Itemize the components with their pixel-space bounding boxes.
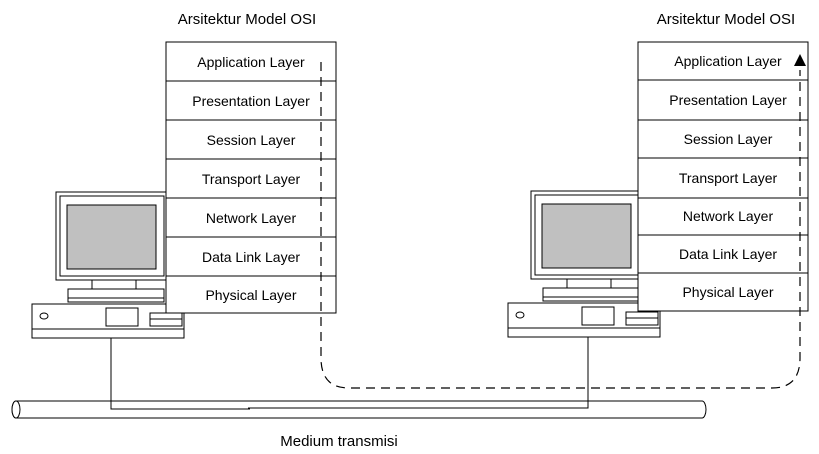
data-flow-path	[320, 62, 801, 389]
left-computer-icon	[31, 191, 185, 339]
left-layer-box-transport	[165, 158, 337, 199]
right-layer-box-physical	[637, 272, 809, 312]
left-layer-box-datalink	[165, 236, 337, 277]
right-connection-line	[248, 337, 589, 409]
left-layer-presentation: Presentation Layer	[192, 93, 310, 109]
arrow-up-icon	[794, 54, 806, 66]
left-layer-physical: Physical Layer	[205, 287, 296, 303]
right-layer-session: Session Layer	[684, 131, 773, 147]
right-layer-presentation: Presentation Layer	[669, 92, 787, 108]
right-layer-box-transport	[637, 157, 809, 199]
medium-label: Medium transmisi	[280, 433, 398, 450]
right-layer-datalink: Data Link Layer	[679, 246, 777, 262]
left-layer-box-network	[165, 197, 337, 238]
transmission-cable	[11, 400, 707, 419]
left-layer-network: Network Layer	[206, 210, 297, 226]
left-layer-box-session	[165, 119, 337, 160]
right-layer-box-presentation	[637, 79, 809, 121]
right-layer-physical: Physical Layer	[682, 284, 773, 300]
left-layer-application: Application Layer	[197, 54, 305, 70]
right-layer-network: Network Layer	[683, 208, 774, 224]
left-layer-datalink: Data Link Layer	[202, 249, 300, 265]
right-layer-box-application	[637, 41, 809, 81]
right-layer-transport: Transport Layer	[679, 170, 778, 186]
right-layer-application: Application Layer	[674, 53, 782, 69]
right-layer-box-session	[637, 119, 809, 159]
right-osi-stack	[637, 41, 809, 312]
right-layer-box-network	[637, 197, 809, 236]
left-connection-line	[110, 338, 250, 410]
left-layer-box-application	[165, 41, 337, 82]
left-layer-box-physical	[165, 275, 337, 314]
left-stack-title: Arsitektur Model OSI	[178, 11, 316, 28]
right-computer-icon	[507, 190, 661, 338]
right-stack-title: Arsitektur Model OSI	[657, 11, 795, 28]
right-layer-box-datalink	[637, 234, 809, 274]
left-osi-stack	[165, 41, 337, 314]
left-layer-session: Session Layer	[207, 132, 296, 148]
left-layer-transport: Transport Layer	[202, 171, 301, 187]
